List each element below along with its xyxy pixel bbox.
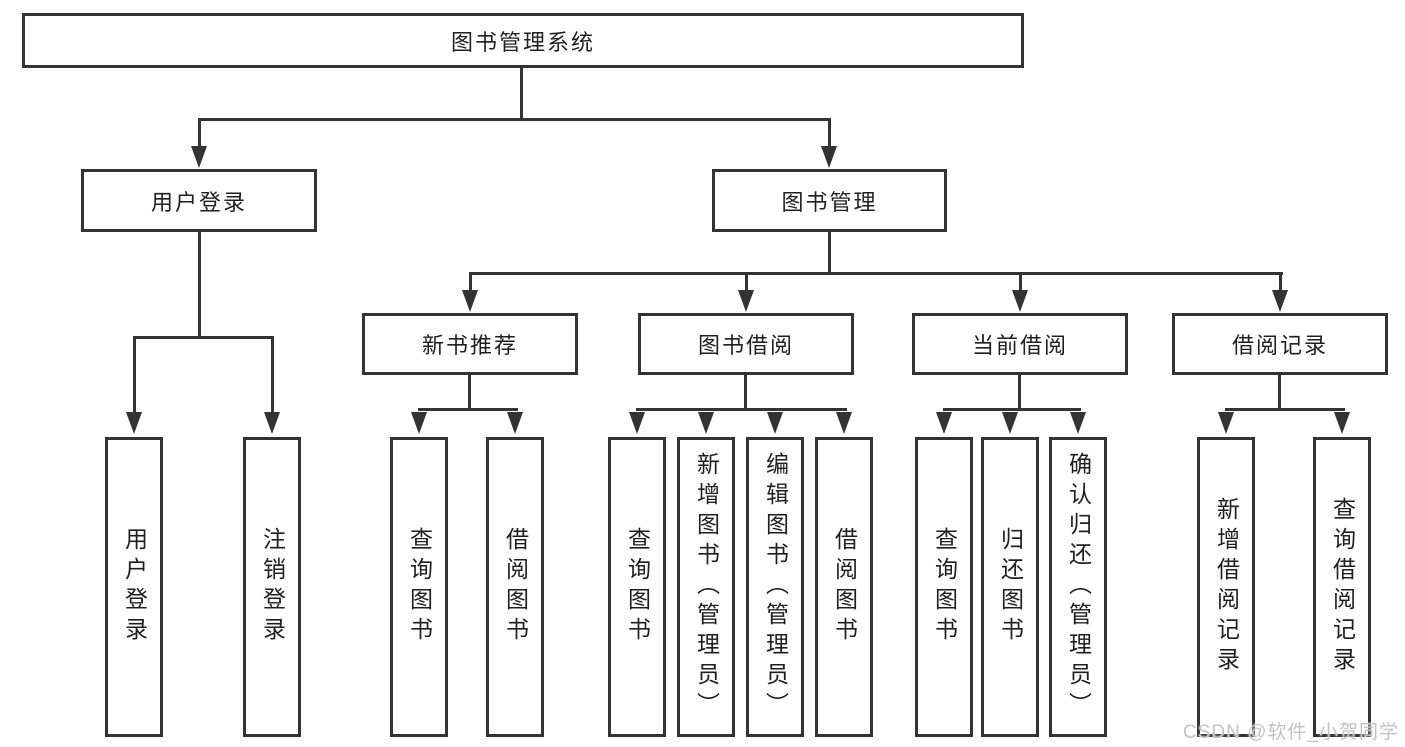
arrowhead-down: [1272, 290, 1288, 312]
connector-root-drop-right: [828, 118, 831, 148]
connector-userlogin-stem: [198, 232, 201, 339]
leaf-query-books-borrowing: 查询图书: [608, 437, 666, 737]
arrowhead-down: [1012, 290, 1028, 312]
arrowhead-down: [411, 412, 427, 434]
leaf-borrow-books-borrowing: 借阅图书: [815, 437, 873, 737]
leaf-add-borrow-record: 新增借阅记录: [1197, 437, 1255, 737]
arrowhead-down: [698, 412, 714, 434]
connector-recommend-branch: [418, 408, 518, 411]
node-borrowing-records: 借阅记录: [1172, 313, 1388, 375]
leaf-logout: 注销登录: [243, 437, 301, 737]
node-book-borrowing: 图书借阅: [638, 313, 854, 375]
connector-root-stem: [520, 68, 523, 120]
connector-bookmgmt-drop-2: [745, 272, 748, 292]
arrowhead-down: [1002, 412, 1018, 434]
arrowhead-down: [126, 412, 142, 434]
arrowhead-down: [629, 412, 645, 434]
arrowhead-down: [1070, 412, 1086, 434]
arrowhead-down: [1334, 412, 1350, 434]
node-library-system: 图书管理系统: [22, 13, 1024, 68]
leaf-add-books-admin: 新增图书（管理员）: [677, 437, 735, 737]
connector-userlogin-branch: [133, 336, 274, 339]
arrowhead-down: [507, 412, 523, 434]
node-new-book-recommend: 新书推荐: [362, 313, 578, 375]
connector-userlogin-drop-1: [133, 336, 136, 414]
leaf-query-borrow-record: 查询借阅记录: [1313, 437, 1371, 737]
arrowhead-down: [264, 412, 280, 434]
connector-recommend-stem: [468, 375, 471, 411]
node-book-management: 图书管理: [712, 169, 947, 232]
connector-userlogin-drop-2: [271, 336, 274, 414]
leaf-query-books-recommend: 查询图书: [390, 437, 448, 737]
arrowhead-down: [767, 412, 783, 434]
leaf-borrow-books-recommend: 借阅图书: [486, 437, 544, 737]
leaf-query-books-current: 查询图书: [915, 437, 973, 737]
arrowhead-down: [462, 290, 478, 312]
leaf-edit-books-admin: 编辑图书（管理员）: [746, 437, 804, 737]
connector-bookmgmt-drop-3: [1019, 272, 1022, 292]
connector-records-branch: [1225, 408, 1345, 411]
connector-current-stem: [1018, 375, 1021, 411]
connector-bookmgmt-branch: [469, 272, 1283, 275]
arrowhead-down: [836, 412, 852, 434]
connector-bookmgmt-drop-1: [469, 272, 472, 292]
connector-borrowing-branch: [636, 408, 847, 411]
connector-current-branch: [943, 408, 1081, 411]
node-user-login: 用户登录: [81, 169, 317, 232]
leaf-return-books: 归还图书: [981, 437, 1039, 737]
leaf-user-login: 用户登录: [105, 437, 163, 737]
connector-bookmgmt-stem: [828, 232, 831, 275]
connector-bookmgmt-drop-4: [1279, 272, 1282, 292]
leaf-confirm-return-admin: 确认归还（管理员）: [1049, 437, 1107, 737]
csdn-watermark: CSDN @软件_小贺同学: [1183, 722, 1399, 743]
connector-root-branch: [198, 118, 831, 121]
arrowhead-down: [936, 412, 952, 434]
arrowhead-down: [738, 290, 754, 312]
node-current-borrowing: 当前借阅: [912, 313, 1128, 375]
arrowhead-down: [821, 146, 837, 168]
connector-root-drop-left: [198, 118, 201, 148]
arrowhead-down: [191, 146, 207, 168]
connector-borrowing-stem: [744, 375, 747, 411]
connector-records-stem: [1278, 375, 1281, 411]
arrowhead-down: [1218, 412, 1234, 434]
